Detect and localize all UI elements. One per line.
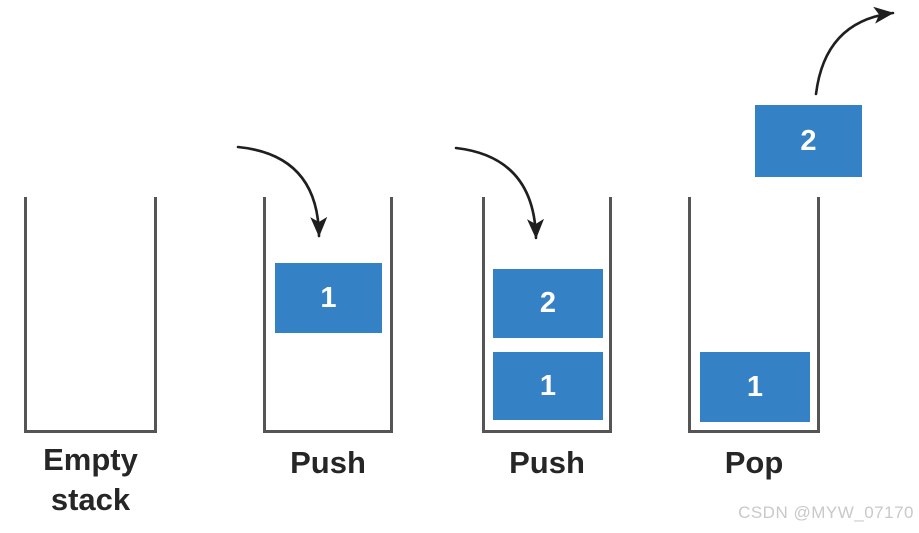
stage-label-empty-stack: Empty stack xyxy=(43,442,138,517)
watermark: CSDN @MYW_07170 xyxy=(738,503,914,522)
stack-container-push-1 xyxy=(263,197,393,433)
stack-container-pop xyxy=(688,197,820,433)
stack-item-popped-2: 2 xyxy=(755,105,862,177)
stack-container-push-2 xyxy=(482,197,612,433)
stack-item-1: 1 xyxy=(275,263,382,333)
stage-label-push-2: Push xyxy=(509,445,585,480)
stage-label-pop: Pop xyxy=(724,445,784,480)
stack-item-1: 1 xyxy=(493,352,603,420)
pop-arrow-icon xyxy=(814,6,895,96)
stack-item-2: 2 xyxy=(493,269,603,338)
stage-label-push-1: Push xyxy=(290,445,366,480)
stack-item-1: 1 xyxy=(700,352,810,422)
stack-container-empty xyxy=(24,197,157,433)
